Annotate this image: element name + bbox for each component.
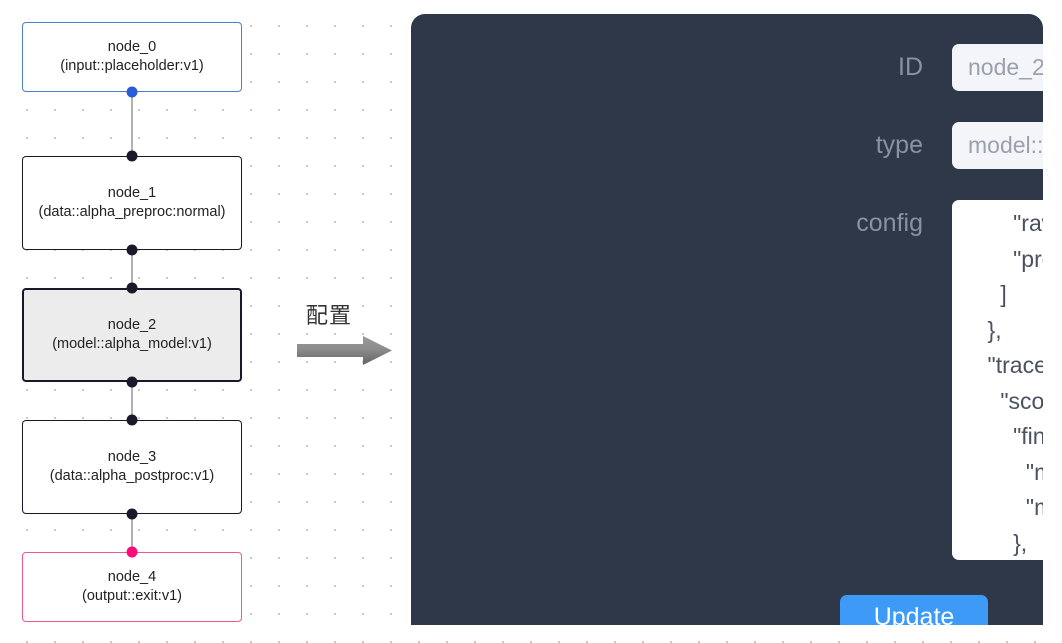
edge-node1-node2[interactable] bbox=[131, 250, 133, 288]
flow-node-id-label: node_3 bbox=[107, 449, 157, 465]
node_1-source-port[interactable] bbox=[126, 244, 138, 256]
flow-node-id-label: node_0 bbox=[107, 39, 157, 55]
id-input[interactable] bbox=[952, 44, 1043, 91]
flow-node-type-label: (data::alpha_preproc:normal) bbox=[38, 204, 226, 220]
node_2-target-port[interactable] bbox=[126, 282, 138, 294]
flow-node-type-label: (output::exit:v1) bbox=[82, 588, 182, 604]
node_2-source-port[interactable] bbox=[126, 376, 138, 388]
node_0-source-port[interactable] bbox=[126, 86, 138, 98]
node_1-target-port[interactable] bbox=[126, 150, 138, 162]
flow-node-type-label: (input::placeholder:v1) bbox=[60, 58, 204, 74]
flow-node-id-label: node_2 bbox=[107, 317, 157, 333]
update-button[interactable]: Update bbox=[840, 595, 988, 625]
edge-node0-node1[interactable] bbox=[131, 92, 133, 156]
node_3-target-port[interactable] bbox=[126, 414, 138, 426]
flow-node-type-label: (data::alpha_postproc:v1) bbox=[49, 468, 215, 484]
node_3-source-port[interactable] bbox=[126, 508, 138, 520]
arrow-label: 配置 bbox=[306, 303, 353, 328]
flow-node-node_0[interactable]: node_0 (input::placeholder:v1) bbox=[22, 22, 242, 92]
flow-node-id-label: node_4 bbox=[107, 569, 157, 585]
flow-node-node_4[interactable]: node_4 (output::exit:v1) bbox=[22, 552, 242, 622]
type-field-label: type bbox=[875, 131, 923, 159]
flow-node-node_2[interactable]: node_2 (model::alpha_model:v1) bbox=[22, 288, 242, 382]
config-field-label: config bbox=[856, 209, 923, 237]
config-textarea[interactable]: "raw_action", "pred" ] }, "trace": { "sc… bbox=[952, 200, 1043, 560]
flow-node-type-label: (model::alpha_model:v1) bbox=[52, 336, 212, 352]
right-arrow-icon bbox=[297, 336, 392, 365]
flow-node-node_3[interactable]: node_3 (data::alpha_postproc:v1) bbox=[22, 420, 242, 514]
flow-node-node_1[interactable]: node_1 (data::alpha_preproc:normal) bbox=[22, 156, 242, 250]
node_4-target-port[interactable] bbox=[126, 546, 138, 558]
node-inspector-panel: ID type config "raw_action", "pred" ] },… bbox=[411, 14, 1043, 625]
edge-node2-node3[interactable] bbox=[131, 382, 133, 420]
type-input[interactable] bbox=[952, 122, 1043, 169]
edge-node3-node4[interactable] bbox=[131, 514, 133, 552]
id-field-label: ID bbox=[898, 53, 923, 81]
flow-node-id-label: node_1 bbox=[107, 185, 157, 201]
config-editor[interactable]: "raw_action", "pred" ] }, "trace": { "sc… bbox=[952, 200, 1043, 560]
